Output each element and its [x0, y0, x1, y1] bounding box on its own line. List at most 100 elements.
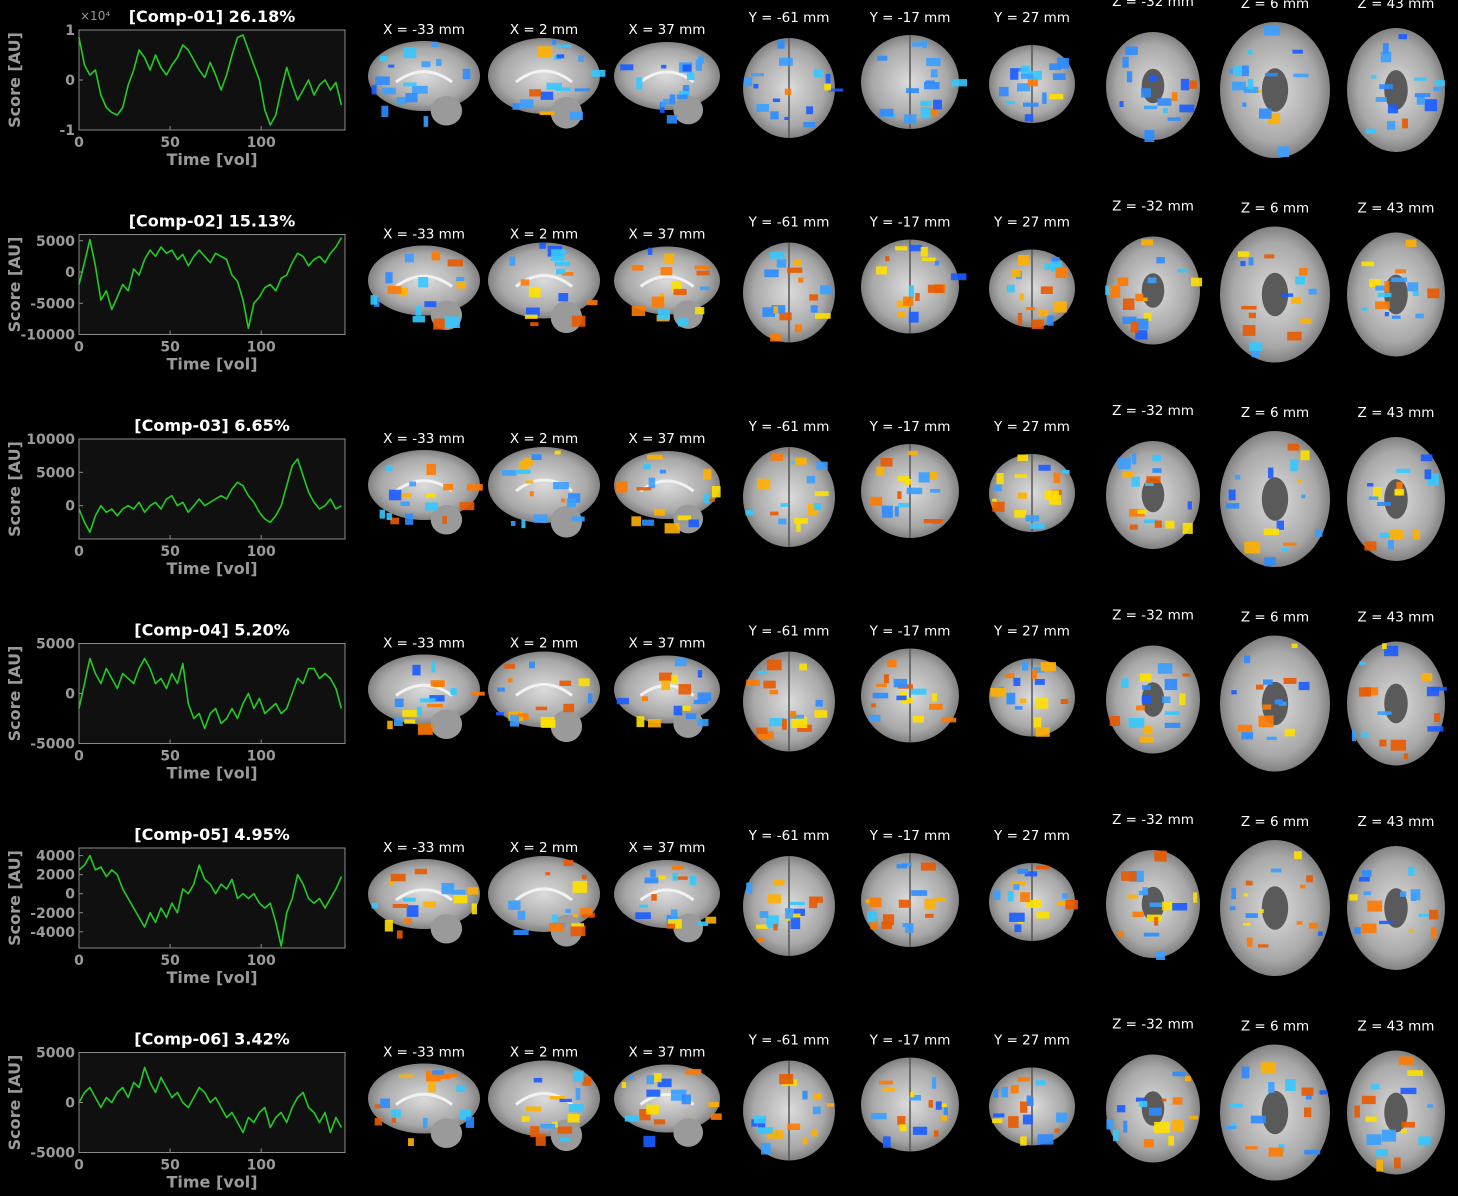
- activation-positive: [1248, 312, 1256, 319]
- activation-positive: [1375, 301, 1390, 310]
- activation-negative: [1116, 1105, 1126, 1113]
- activation-negative: [418, 277, 429, 288]
- activation-negative: [1367, 483, 1374, 487]
- slice-label-sagittal: X = 37 mm: [629, 431, 706, 447]
- activation-negative: [1010, 68, 1019, 80]
- activation-positive: [827, 1103, 835, 1107]
- activation-negative: [1231, 690, 1237, 695]
- activation-negative: [1017, 83, 1031, 92]
- activation-negative: [669, 94, 676, 105]
- activation-negative: [431, 662, 436, 673]
- activation-positive: [990, 687, 1007, 697]
- activation-positive: [1407, 1070, 1423, 1076]
- activation-negative: [790, 917, 801, 930]
- activation-positive: [797, 724, 812, 732]
- activation-negative: [496, 712, 505, 716]
- series-line: [78, 657, 343, 730]
- activation-positive: [587, 300, 598, 306]
- activation-negative: [1245, 913, 1258, 918]
- activation-negative: [815, 699, 823, 707]
- activation-negative: [1143, 932, 1160, 937]
- activation-positive: [1130, 321, 1139, 333]
- activation-negative: [1387, 104, 1399, 114]
- corpus-callosum: [515, 69, 573, 84]
- activation-negative: [409, 481, 416, 487]
- activation-negative: [1149, 902, 1163, 907]
- activation-positive: [1008, 1116, 1019, 1128]
- activation-positive: [427, 703, 443, 708]
- activation-negative: [554, 261, 570, 267]
- activation-negative: [1400, 1087, 1417, 1095]
- activation-positive: [1038, 309, 1049, 317]
- activation-positive: [525, 480, 534, 484]
- brain-slice-axl: [1106, 441, 1200, 549]
- activation-positive: [570, 925, 586, 937]
- activation-negative: [650, 869, 656, 878]
- activation-positive: [814, 491, 829, 497]
- ventricle: [1141, 477, 1165, 513]
- activation-positive: [694, 265, 709, 270]
- activation-negative: [693, 699, 708, 705]
- activation-negative: [912, 42, 923, 47]
- activation-positive: [1154, 520, 1162, 528]
- activation-negative: [793, 908, 805, 916]
- activation-negative: [1319, 1090, 1328, 1095]
- activation-negative: [1179, 104, 1195, 113]
- activation-positive: [876, 266, 887, 275]
- activation-negative: [918, 472, 930, 483]
- activation-positive: [431, 252, 441, 261]
- activation-negative: [513, 929, 529, 935]
- activation-negative: [1056, 1112, 1068, 1123]
- activation-positive: [941, 717, 957, 723]
- activation-positive: [428, 1081, 436, 1093]
- activation-negative: [753, 1115, 767, 1124]
- slice-label-coronal: Y = -17 mm: [869, 419, 951, 435]
- activation-negative: [1305, 1095, 1312, 1100]
- activation-negative: [908, 244, 923, 252]
- activation-positive: [1017, 254, 1029, 266]
- brain-slice-cor: [743, 242, 835, 343]
- activation-negative: [780, 503, 789, 507]
- activation-negative: [526, 307, 540, 317]
- cerebellum: [430, 95, 463, 126]
- activation-negative: [1052, 73, 1066, 80]
- activation-negative: [659, 469, 667, 474]
- activation-positive: [528, 286, 541, 298]
- activation-negative: [1229, 906, 1236, 911]
- activation-positive: [673, 876, 688, 880]
- activation-negative: [896, 695, 907, 701]
- activation-negative: [879, 108, 894, 117]
- slice-label-axial: Z = 43 mm: [1358, 201, 1435, 217]
- activation-negative: [1225, 1125, 1237, 1130]
- activation-positive: [1267, 113, 1281, 125]
- activation-negative: [670, 909, 678, 920]
- activation-negative: [512, 103, 520, 110]
- activation-negative: [1047, 315, 1054, 326]
- activation-positive: [1146, 914, 1162, 921]
- activation-positive: [786, 913, 801, 921]
- activation-negative: [1414, 77, 1427, 81]
- activation-positive: [885, 256, 890, 262]
- chart-title: [Comp-02] 15.13%: [129, 212, 296, 231]
- activation-negative: [1126, 71, 1133, 83]
- activation-negative: [1144, 105, 1158, 110]
- activation-positive: [445, 1074, 458, 1078]
- slice-label-axial: Z = 6 mm: [1241, 1019, 1309, 1035]
- activation-negative: [1013, 677, 1021, 686]
- activation-positive: [767, 1130, 784, 1139]
- activation-positive: [903, 478, 912, 485]
- brain-tissue: [614, 246, 720, 315]
- activation-positive: [871, 703, 876, 708]
- brain-tissue: [368, 654, 480, 725]
- activation-negative: [1022, 1114, 1033, 1125]
- activation-negative: [573, 1070, 584, 1082]
- activation-negative: [1162, 696, 1171, 703]
- ventricle: [1141, 68, 1165, 104]
- activation-negative: [1363, 891, 1371, 896]
- brain-slice-sag: [614, 451, 721, 534]
- activation-negative: [1249, 342, 1263, 351]
- activation-positive: [671, 865, 684, 870]
- activation-positive: [1146, 476, 1161, 484]
- y-tick-label: 0: [65, 887, 75, 903]
